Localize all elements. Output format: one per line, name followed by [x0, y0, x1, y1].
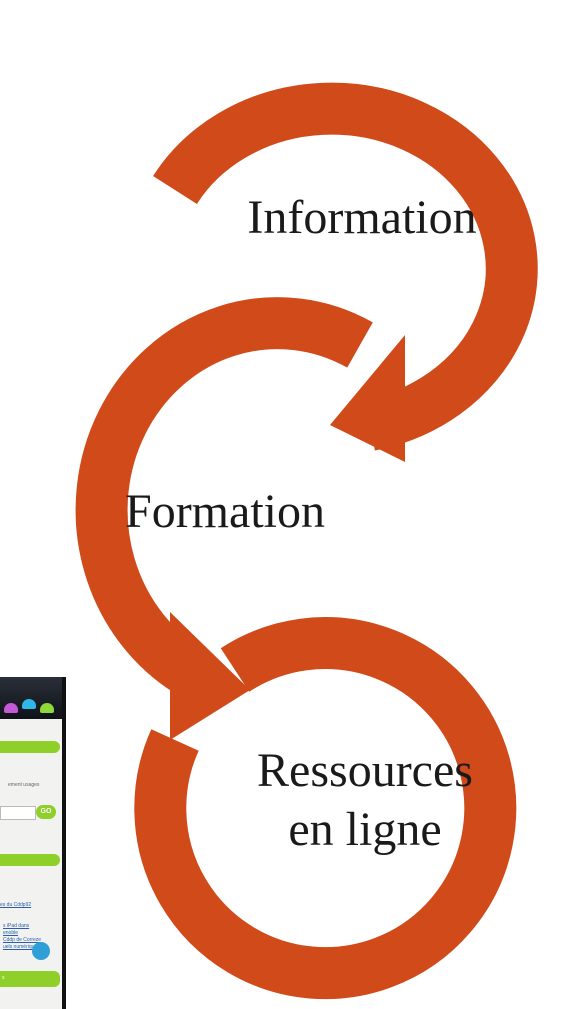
- thumbnail-link: enoble: [3, 930, 19, 936]
- banner-decoration-icon: [4, 703, 18, 713]
- information-arrowhead: [330, 335, 405, 462]
- ressources-arc: [134, 617, 517, 1000]
- bird-mascot-icon: [32, 942, 50, 960]
- node-label-formation: Formation: [125, 485, 325, 538]
- thumbnail-search-field: [0, 806, 36, 820]
- thumbnail-snippet: ement usages: [8, 782, 40, 788]
- thumbnail-footer-bar: [0, 971, 60, 987]
- banner-decoration-icon: [40, 703, 54, 713]
- banner-decoration-icon: [22, 699, 36, 709]
- information-arc: [153, 82, 538, 451]
- thumbnail-link: uels numériques du: [3, 944, 47, 950]
- thumbnail-header-bar: [0, 741, 60, 753]
- thumbnail-border: [62, 677, 66, 1009]
- thumbnail-banner: [0, 677, 66, 719]
- thumbnail-panel: ement usages es du Cddp92 s iPad dans en…: [0, 719, 62, 1009]
- node-label-information: Information: [247, 191, 476, 244]
- thumbnail-header-bar: [0, 854, 60, 866]
- thumbnail-link: s iPad dans: [3, 923, 30, 929]
- thumbnail-link: Cddp de Correze: [3, 937, 42, 943]
- formation-arrowhead: [170, 612, 250, 740]
- node-label-ressources-line1: Ressources: [257, 744, 473, 797]
- website-screenshot-thumbnail: ement usages es du Cddp92 s iPad dans en…: [0, 677, 66, 1009]
- formation-arc: [75, 297, 373, 698]
- node-label-ressources-line2: en ligne: [288, 803, 441, 856]
- thumbnail-footer-snippet: s: [2, 975, 5, 981]
- thumbnail-link: es du Cddp92: [0, 902, 32, 908]
- thumbnail-go-button: GO: [36, 805, 56, 819]
